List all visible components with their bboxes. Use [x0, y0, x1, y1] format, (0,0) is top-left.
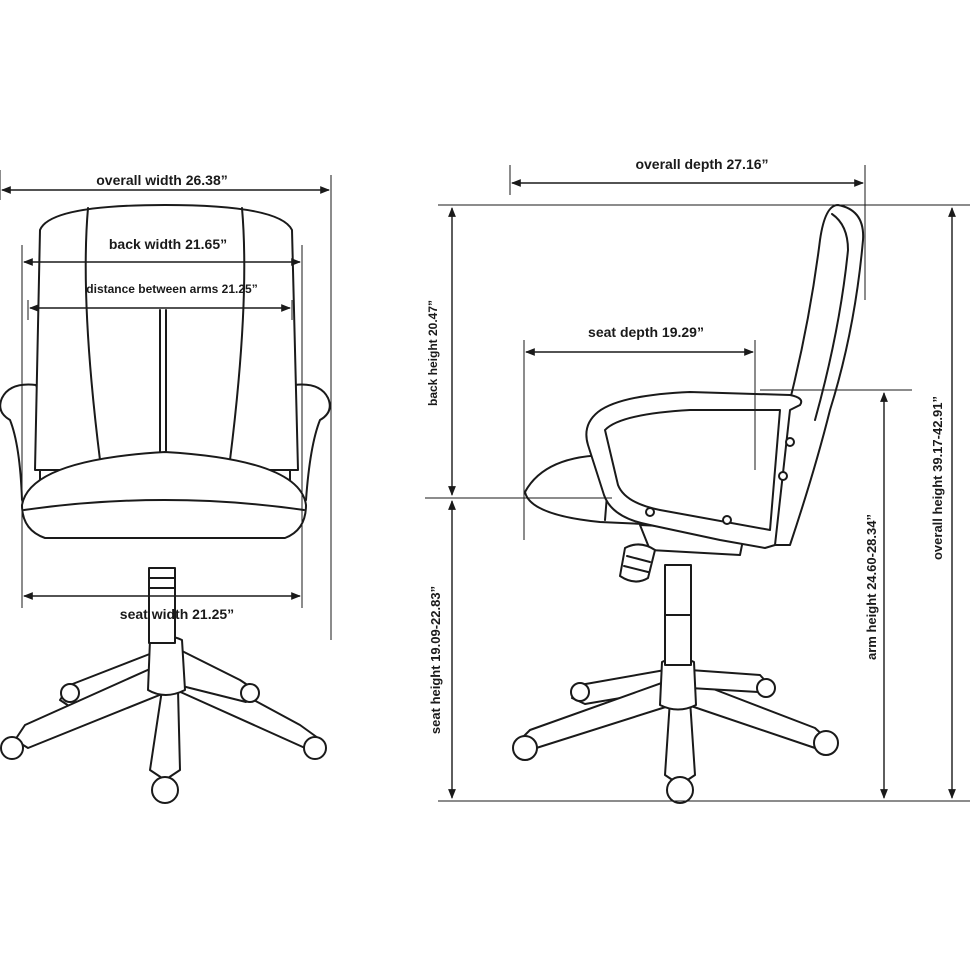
- dimension-overall-width: overall width 26.38”: [0, 170, 332, 640]
- caster-wheel-icon: [813, 730, 839, 756]
- seat-width-label: seat width 21.25”: [120, 606, 234, 622]
- dimension-back-width: back width 21.65”: [21, 236, 303, 608]
- back-height-label: back height 20.47”: [426, 300, 440, 406]
- side-chair-drawing: [512, 204, 865, 804]
- caster-wheel-icon: [756, 678, 776, 698]
- dimension-seat-width: seat width 21.25”: [23, 592, 301, 622]
- back-width-label: back width 21.65”: [109, 236, 227, 252]
- front-view: overall width 26.38” back width 21.65” d…: [0, 170, 332, 804]
- caster-wheel-icon: [570, 682, 590, 702]
- seat-height-label: seat height 19.09-22.83”: [428, 586, 443, 734]
- caster-wheel-icon: [240, 683, 260, 703]
- distance-between-arms-label: distance between arms 21.25”: [86, 282, 257, 296]
- front-chair-drawing: [0, 204, 331, 804]
- caster-wheel-icon: [0, 736, 24, 760]
- adjustment-knob-icon: [619, 543, 656, 583]
- dimension-arm-height: arm height 24.60-28.34”: [864, 392, 888, 799]
- seat-depth-label: seat depth 19.29”: [588, 324, 704, 340]
- dimension-seat-height: seat height 19.09-22.83”: [428, 500, 456, 799]
- dimension-back-height: back height 20.47”: [426, 207, 456, 496]
- overall-width-label: overall width 26.38”: [96, 172, 228, 188]
- overall-height-label: overall height 39.17-42.91”: [930, 396, 945, 560]
- dimension-distance-between-arms: distance between arms 21.25”: [27, 282, 293, 320]
- side-view: overall depth 27.16” seat depth 19.29” b…: [425, 156, 970, 804]
- dimension-seat-depth: seat depth 19.29”: [523, 324, 756, 540]
- caster-wheel-icon: [666, 776, 694, 804]
- dimension-overall-depth: overall depth 27.16”: [509, 156, 866, 300]
- dimension-overall-height: overall height 39.17-42.91”: [930, 207, 956, 799]
- arm-height-label: arm height 24.60-28.34”: [864, 514, 879, 660]
- caster-wheel-icon: [151, 776, 179, 804]
- caster-wheel-icon: [303, 736, 327, 760]
- caster-wheel-icon: [512, 735, 538, 761]
- overall-depth-label: overall depth 27.16”: [635, 156, 768, 172]
- caster-wheel-icon: [60, 683, 80, 703]
